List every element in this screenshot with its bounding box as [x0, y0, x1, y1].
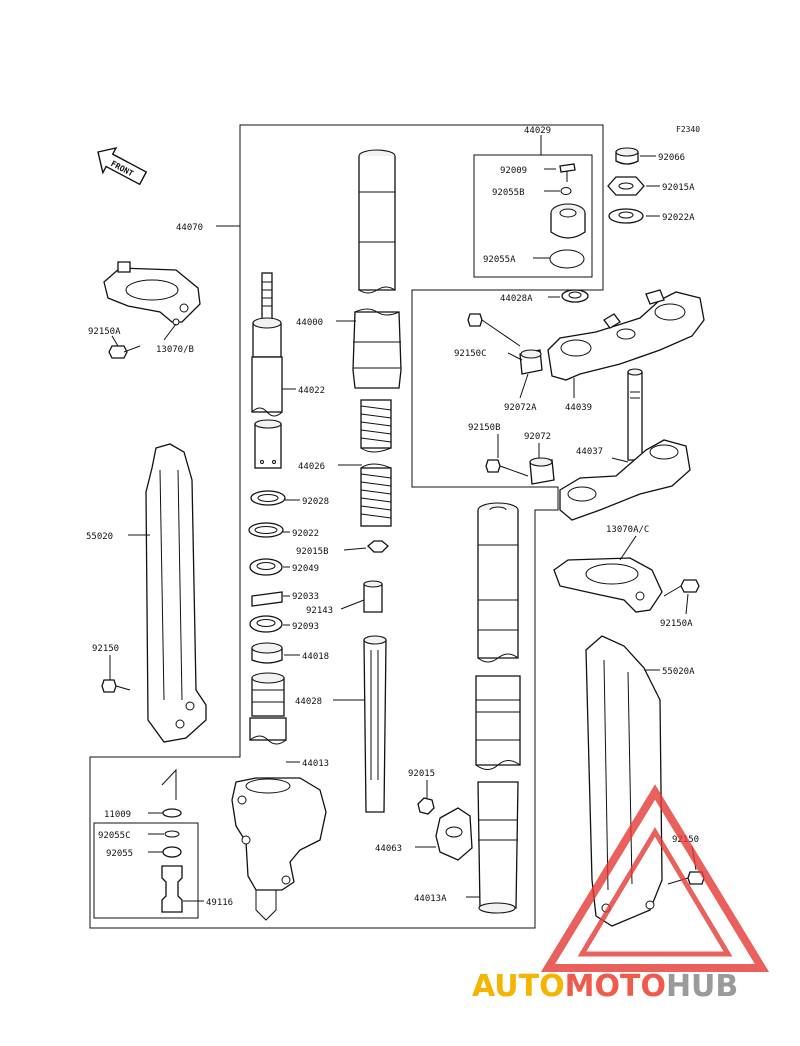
inner-tube-parts: [248, 272, 287, 745]
label-92072A: 92072A: [504, 403, 537, 413]
label-92015A: 92015A: [662, 183, 695, 193]
watermark-logo: [540, 784, 770, 972]
label-13070AC: 13070A/C: [606, 525, 649, 535]
outer-tube-right: [475, 502, 521, 914]
label-44028: 44028: [295, 697, 322, 707]
outer-tube-upper: [352, 149, 402, 389]
label-92055: 92055: [106, 849, 133, 859]
watermark-hub: HUB: [666, 969, 738, 1004]
label-92028: 92028: [302, 497, 329, 507]
label-92022A: 92022A: [662, 213, 695, 223]
label-92055A: 92055A: [483, 255, 516, 265]
outer-tube-left-lower: [231, 777, 327, 921]
label-44000: 44000: [296, 318, 323, 328]
label-92066: 92066: [658, 153, 685, 163]
upper-triple-clamp: [467, 289, 705, 381]
label-44022: 44022: [298, 386, 325, 396]
watermark-auto: AUTO: [472, 969, 565, 1004]
label-44029: 44029: [524, 126, 551, 136]
label-92055B: 92055B: [492, 188, 525, 198]
label-44063: 44063: [375, 844, 402, 854]
label-44039: 44039: [565, 403, 592, 413]
label-92022: 92022: [292, 529, 319, 539]
label-92143: 92143: [306, 606, 333, 616]
label-92033: 92033: [292, 592, 319, 602]
label-44070: 44070: [176, 223, 203, 233]
label-13070B: 13070/B: [156, 345, 194, 355]
label-44013A: 44013A: [414, 894, 447, 904]
label-44026: 44026: [298, 462, 325, 472]
label-92150C: 92150C: [454, 349, 487, 359]
fork-guard-left: [101, 443, 207, 743]
label-55020: 55020: [86, 532, 113, 542]
label-44037: 44037: [576, 447, 603, 457]
label-44013: 44013: [302, 759, 329, 769]
label-92150A-left: 92150A: [88, 327, 121, 337]
label-92015B: 92015B: [296, 547, 329, 557]
cap-kit-parts: [549, 163, 589, 303]
base-valve-parts: [161, 768, 183, 913]
lower-clamp-right: [553, 557, 700, 613]
label-92150B: 92150B: [468, 423, 501, 433]
watermark-text: AUTOMOTOHUB: [472, 969, 738, 1004]
label-92072: 92072: [524, 432, 551, 442]
label-92093: 92093: [292, 622, 319, 632]
lower-triple-clamp: [485, 368, 691, 521]
label-44018: 44018: [302, 652, 329, 662]
label-92015: 92015: [408, 769, 435, 779]
frame-lines: [89, 124, 604, 929]
label-92150-left: 92150: [92, 644, 119, 654]
lower-clamp-left: [103, 261, 201, 359]
watermark-moto: MOTO: [565, 969, 666, 1004]
label-11009: 11009: [104, 810, 131, 820]
label-92009: 92009: [500, 166, 527, 176]
spring-seat-parts: [363, 540, 389, 813]
label-92150A-right: 92150A: [660, 619, 693, 629]
label-92055C: 92055C: [98, 831, 131, 841]
fork-spring: [360, 399, 392, 527]
front-arrow-icon: FRONT: [97, 146, 148, 186]
label-44028A: 44028A: [500, 294, 533, 304]
label-55020A: 55020A: [662, 667, 695, 677]
top-nut-parts: [607, 147, 645, 224]
label-49116: 49116: [206, 898, 233, 908]
figure-code: F2340: [676, 125, 700, 134]
label-92049: 92049: [292, 564, 319, 574]
axle-holder: [417, 797, 473, 861]
